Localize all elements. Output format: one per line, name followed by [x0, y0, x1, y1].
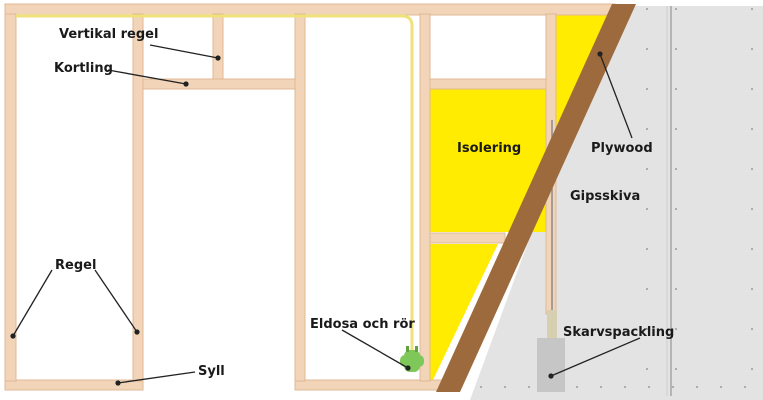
- label-plywood: Plywood: [591, 141, 653, 156]
- insulation-lower: [430, 244, 498, 382]
- leader-dot: [183, 81, 189, 87]
- label-isolering: Isolering: [457, 141, 521, 156]
- leader-dot: [548, 373, 554, 379]
- header-beam: [142, 78, 296, 90]
- leader-skarvspackling: [550, 337, 641, 377]
- leader-lines: [12, 44, 641, 384]
- nogging-lower: [429, 232, 506, 244]
- leader-kortling: [107, 69, 187, 85]
- stud: [4, 13, 17, 382]
- joint-compound: [537, 338, 565, 392]
- leader-regel-left: [12, 269, 53, 337]
- label-syll: Syll: [198, 364, 225, 379]
- joint-tape: [547, 310, 557, 340]
- leader-eldosa: [341, 329, 409, 369]
- stud: [132, 13, 144, 382]
- leader-vertikal-regel: [149, 44, 219, 59]
- label-eldosa: Eldosa och rör: [310, 317, 415, 332]
- bottom-plate-left: [4, 379, 144, 391]
- stud: [419, 13, 431, 382]
- leader-dot: [597, 51, 603, 57]
- stud-short: [212, 13, 224, 81]
- label-regel: Regel: [55, 258, 96, 273]
- leader-regel-right: [94, 269, 138, 333]
- stud: [294, 13, 306, 382]
- label-skarvspackling: Skarvspackling: [563, 325, 674, 340]
- label-kortling: Kortling: [54, 61, 113, 76]
- label-gipsskiva: Gipsskiva: [570, 189, 640, 204]
- leader-dot: [215, 55, 221, 61]
- leader-dot: [10, 333, 16, 339]
- insulation-main: [430, 88, 550, 232]
- top-plate: [4, 3, 616, 16]
- label-vertikal-regel: Vertikal regel: [59, 27, 158, 42]
- leader-syll: [117, 371, 196, 384]
- leader-dot: [115, 380, 121, 386]
- electric-cable: [16, 14, 414, 352]
- gypsum-board: [470, 6, 763, 400]
- nogging-upper: [429, 78, 547, 90]
- leader-dot: [405, 365, 411, 371]
- plywood-board: [436, 4, 636, 392]
- leader-dots: [10, 51, 603, 386]
- leader-plywood: [599, 53, 633, 139]
- leader-dot: [134, 329, 140, 335]
